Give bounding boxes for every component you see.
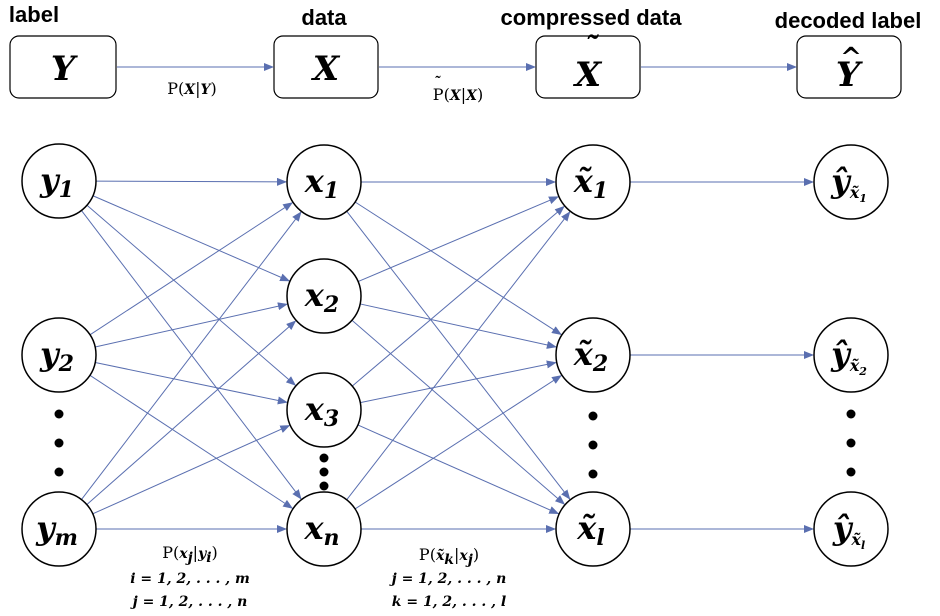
ellipsis-yh xyxy=(846,409,856,477)
node-y-1: y1 xyxy=(21,143,97,219)
node-xt-l: x̃l xyxy=(555,491,631,567)
header-data: data xyxy=(301,5,347,30)
node-yh-xl: ŷx̃l xyxy=(813,491,889,567)
edge-y-x-1-0 xyxy=(89,202,294,336)
node-y-2: y2 xyxy=(21,317,97,393)
ellipsis-y xyxy=(54,409,64,477)
caption-pxy: P(X|Y) xyxy=(167,79,217,98)
node-label: y1 xyxy=(39,161,74,203)
edge-y-x-0-1 xyxy=(92,195,291,282)
node-label: x̃l xyxy=(576,509,604,551)
node-x-3: x3 xyxy=(286,372,362,448)
box-Y-label: Y xyxy=(51,49,78,89)
node-label: ŷx̃l xyxy=(832,509,865,552)
node-label: ŷx̃1 xyxy=(830,162,867,205)
edge-x-xt-2-1 xyxy=(360,360,557,404)
caption-right-line1: j = 1, 2, . . . , n xyxy=(389,571,507,587)
node-label: x2 xyxy=(304,276,339,318)
tilde-mark: ˜ xyxy=(584,31,600,66)
node-label: ŷx̃2 xyxy=(830,335,867,378)
network-nodes: y1 y2 ym x1 x2 x3 xn x̃1 x̃2 x̃l ŷx̃1 ŷx̃2 ŷx̃l xyxy=(21,143,889,567)
node-xt-1: x̃1 xyxy=(555,144,631,220)
box-X-label: X xyxy=(311,49,341,89)
edge-x-xt-3-0 xyxy=(346,211,571,501)
edge-x-xt-0-1 xyxy=(354,201,562,335)
node-yh-x1: ŷx̃1 xyxy=(813,144,889,220)
edge-y-x-2-2 xyxy=(92,425,291,515)
edge-x-xt-2-0 xyxy=(351,205,565,387)
edge-y-x-0-0 xyxy=(95,177,288,186)
node-y-m: ym xyxy=(21,491,97,567)
edge-y-x-2-1 xyxy=(86,320,297,505)
box-Y-hat-label: Y xyxy=(836,55,863,95)
edge-x-xt-1-0 xyxy=(357,196,559,283)
box-X-tilde: X ˜ xyxy=(535,31,641,99)
caption-pxtx: P(X|X) xyxy=(433,85,483,104)
node-xt-2: x̃2 xyxy=(555,317,631,393)
edge-y-x-1-3 xyxy=(89,374,294,509)
node-x-n: xn xyxy=(286,491,362,567)
ellipsis-xt xyxy=(588,411,598,479)
box-X: X xyxy=(273,35,379,99)
edge-y-x-1-1 xyxy=(95,302,288,348)
edge-y-x-0-2 xyxy=(86,204,297,386)
box-X-tilde-label: X xyxy=(573,55,603,95)
edge-x-xt-2-2 xyxy=(357,424,560,515)
header-label: label xyxy=(9,2,59,27)
network-edges xyxy=(81,177,814,533)
header-compressed-data: compressed data xyxy=(501,5,683,30)
edge-x-xt-1-2 xyxy=(351,319,566,505)
edge-y-x-2-0 xyxy=(81,211,302,500)
ellipsis-x xyxy=(319,453,329,491)
node-yh-x2: ŷx̃2 xyxy=(813,317,889,393)
caption-pxtx-tilde: ˜ xyxy=(434,74,442,91)
caption-right-prob: P(x̃k|xj) xyxy=(419,545,479,568)
edge-y-x-0-3 xyxy=(81,210,302,500)
node-label: x̃2 xyxy=(573,335,608,377)
edge-y-x-1-2 xyxy=(95,362,288,405)
box-Y-hat: Y ^ xyxy=(796,35,902,99)
caption-left-prob: P(xj|yi) xyxy=(162,543,218,566)
caption-right-line2: k = 1, 2, . . . , l xyxy=(392,594,506,610)
edge-x-xt-1-1 xyxy=(360,303,557,349)
header-decoded-label: decoded label xyxy=(775,8,922,33)
caption-left-line1: i = 1, 2, . . . , m xyxy=(130,571,250,587)
node-label: y2 xyxy=(39,335,74,377)
caption-left-line2: j = 1, 2, . . . , n xyxy=(130,594,248,610)
node-x-1: x1 xyxy=(286,144,362,220)
edge-x-xt-3-1 xyxy=(354,375,562,510)
node-label: xn xyxy=(303,509,339,551)
node-label: x̃1 xyxy=(573,162,608,204)
node-label: ym xyxy=(35,509,78,551)
box-Y: Y xyxy=(9,35,117,99)
node-x-2: x2 xyxy=(286,258,362,334)
node-label: x3 xyxy=(304,390,339,432)
hat-mark: ^ xyxy=(840,43,862,73)
node-label: x1 xyxy=(304,162,339,204)
